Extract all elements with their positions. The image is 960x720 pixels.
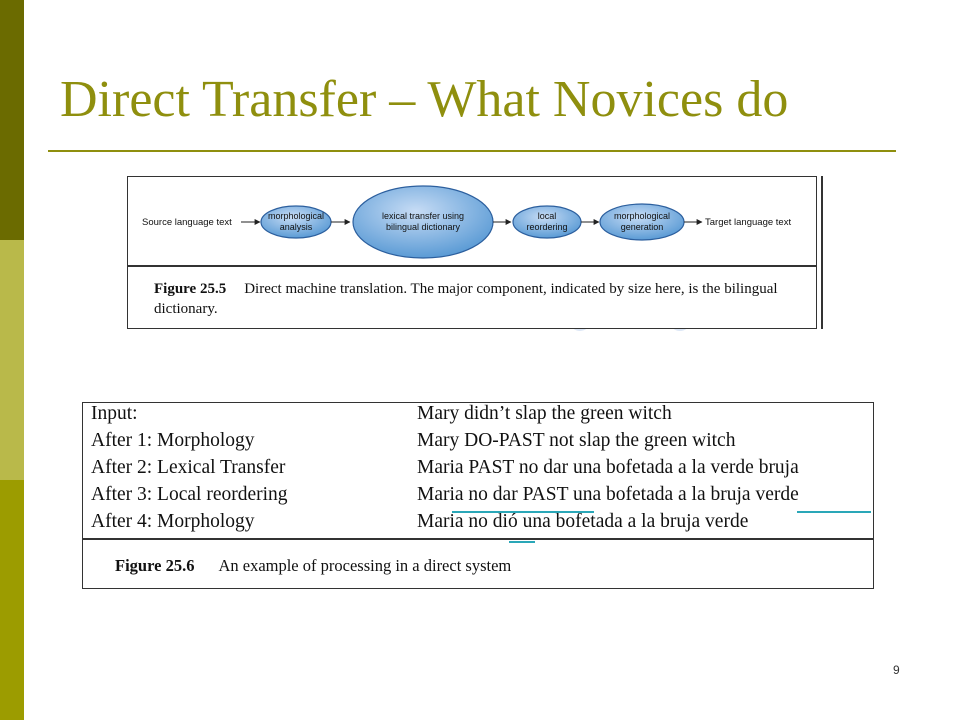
figure-25-5-separator — [128, 265, 816, 267]
figure-25-6-caption: Figure 25.6 An example of processing in a… — [115, 556, 511, 576]
table-row: After 3: Local reordering Maria no dar P… — [83, 484, 873, 510]
stage-label: After 1: Morphology — [91, 430, 255, 451]
source-language-label: Source language text — [142, 217, 232, 228]
highlight-underline-no-dar-past — [452, 511, 594, 513]
figure-25-5-right-rule — [821, 176, 823, 329]
stage-label: After 4: Morphology — [91, 511, 255, 532]
stage-label: After 3: Local reordering — [91, 484, 288, 505]
figure-25-6-label: Figure 25.6 — [115, 556, 195, 575]
figure-25-5-caption-text: Direct machine translation. The major co… — [154, 281, 778, 317]
node-3-line1: local — [538, 211, 557, 221]
side-bar-top — [0, 0, 24, 240]
target-language-label: Target language text — [705, 217, 791, 228]
figure-25-5: Source language text morphological analy… — [127, 176, 817, 329]
table-row: After 1: Morphology Mary DO-PAST not sla… — [83, 430, 873, 456]
side-bar-bottom — [0, 480, 24, 720]
stage-output: Maria PAST no dar una bofetada a la verd… — [417, 457, 799, 478]
title-divider — [48, 150, 896, 152]
stage-output: Mary didn’t slap the green witch — [417, 403, 672, 424]
table-row: Input: Mary didn’t slap the green witch — [83, 403, 873, 429]
highlight-underline-bruja-verde — [797, 511, 871, 513]
highlight-underline-dio — [509, 541, 535, 543]
table-row: After 2: Lexical Transfer Maria PAST no … — [83, 457, 873, 483]
figure-25-5-label: Figure 25.5 — [154, 281, 227, 297]
node-4-line1: morphological — [614, 211, 670, 221]
node-1-line2: analysis — [280, 222, 313, 232]
node-3-line2: reordering — [526, 222, 567, 232]
stage-label: After 2: Lexical Transfer — [91, 457, 286, 478]
figure-25-6: Input: Mary didn’t slap the green witch … — [82, 402, 874, 589]
node-2-line2: bilingual dictionary — [386, 222, 461, 232]
node-2-line1: lexical transfer using — [382, 211, 464, 221]
stage-output: Maria no dar PAST una bofetada a la bruj… — [417, 484, 799, 505]
slide-title: Direct Transfer – What Novices do — [60, 71, 789, 128]
node-1-line1: morphological — [268, 211, 324, 221]
side-bar-middle — [0, 240, 24, 480]
page-number: 9 — [893, 663, 900, 677]
stage-label: Input: — [91, 403, 138, 424]
stage-output: Maria no dió una bofetada a la bruja ver… — [417, 511, 749, 532]
figure-25-6-separator — [83, 538, 873, 540]
stage-output: Mary DO-PAST not slap the green witch — [417, 430, 736, 451]
figure-25-6-caption-text: An example of processing in a direct sys… — [218, 556, 512, 575]
table-row: After 4: Morphology Maria no dió una bof… — [83, 511, 873, 537]
node-4-line2: generation — [621, 222, 664, 232]
